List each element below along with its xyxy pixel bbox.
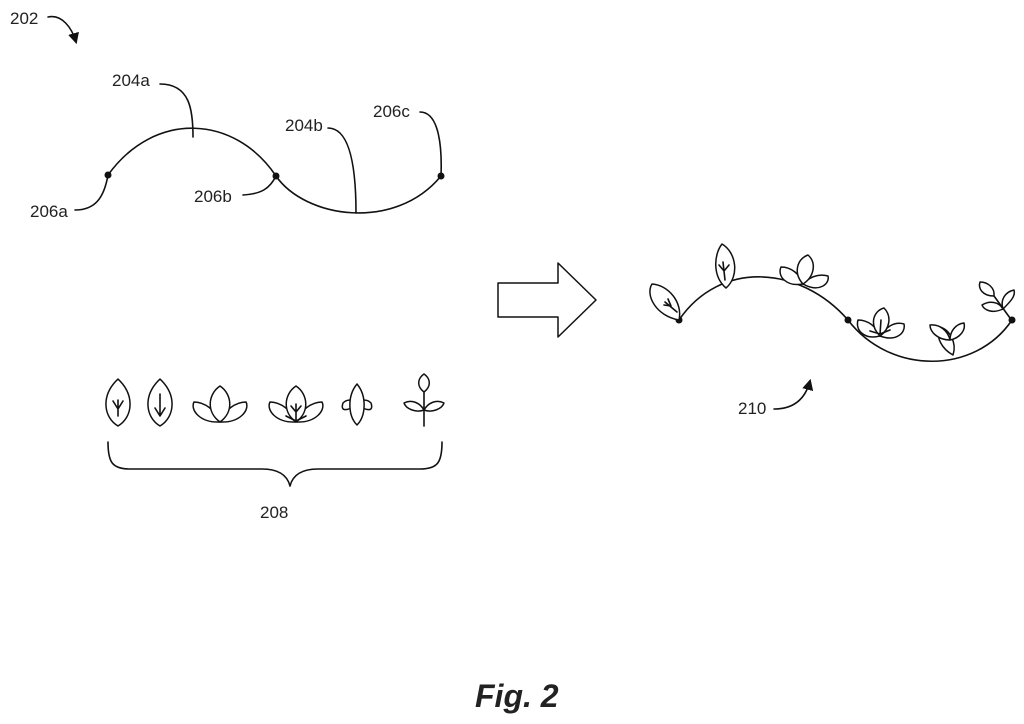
leader-206b: [243, 176, 276, 195]
arrow-210: [774, 381, 810, 409]
leader-206a: [75, 175, 108, 210]
output-leaf-1: [650, 284, 680, 320]
leader-204b: [328, 128, 356, 213]
label-206b: 206b: [194, 187, 232, 206]
output-leaf-4: [857, 308, 904, 338]
transform-arrow: [498, 263, 596, 337]
leaf-element-5: [342, 384, 371, 425]
segment-204a: [108, 128, 276, 176]
segment-204b: [276, 176, 441, 213]
output-leaf-3: [780, 255, 828, 288]
label-204b: 204b: [285, 116, 323, 135]
element-set: 208: [106, 374, 444, 522]
arrow-202: [48, 17, 76, 42]
label-208: 208: [260, 503, 288, 522]
leaf-element-4: [269, 386, 323, 422]
brace-208: [108, 442, 442, 486]
leaf-element-6: [404, 374, 444, 426]
label-206c: 206c: [373, 102, 410, 121]
label-210: 210: [738, 399, 766, 418]
output-leaf-2: [716, 244, 735, 288]
output-curve: 210: [650, 244, 1016, 418]
leaf-element-2: [148, 379, 172, 426]
figure-caption: Fig. 2: [475, 678, 559, 714]
output-point-2: [845, 317, 852, 324]
leader-206c: [420, 112, 441, 176]
label-202: 202: [10, 9, 38, 28]
label-204a: 204a: [112, 71, 150, 90]
input-curve: 204a 204b 206c 206a 206b: [30, 71, 445, 221]
output-leaf-6: [980, 282, 1015, 318]
leaf-element-3: [193, 386, 247, 422]
output-leaf-5: [930, 323, 964, 355]
leaf-element-1: [106, 379, 130, 426]
label-206a: 206a: [30, 202, 68, 221]
